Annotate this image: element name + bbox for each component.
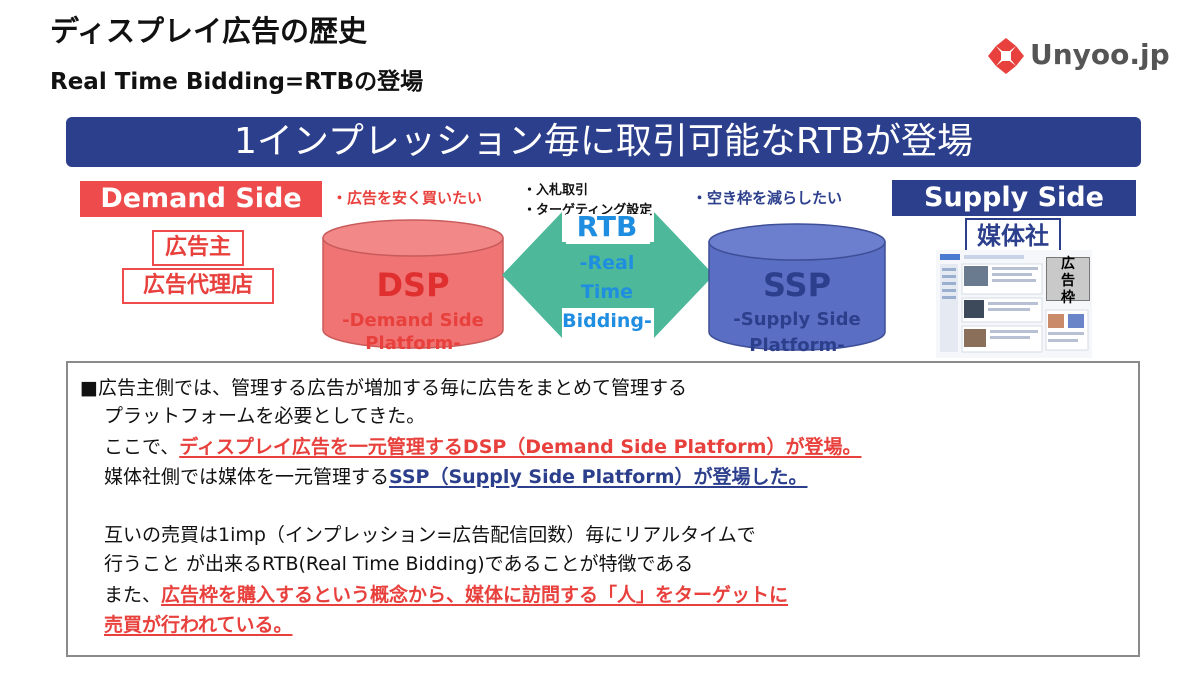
dsp-subtitle-line1: -Demand Side	[342, 310, 484, 331]
rtb-subtitle-line1: -Real	[579, 252, 635, 274]
dsp-subtitle-line2: Platform-	[365, 333, 461, 354]
rtb-title: RTB	[576, 210, 638, 243]
ssp-name: SSP	[762, 266, 832, 304]
headline-banner: 1インプレッション毎に取引可能なRTBが登場	[66, 117, 1141, 167]
logo-text: Unyoo.jp	[1030, 38, 1170, 71]
rtb-subtitle-line2: Time	[580, 281, 634, 303]
rtb-double-arrow	[502, 212, 714, 338]
supply-side-label: Supply Side	[892, 180, 1136, 216]
ssp-subtitle-line2: Platform-	[749, 335, 845, 356]
description-line-7-prefix: また、	[104, 584, 162, 606]
ssp-subtitle-line1: -Supply Side	[733, 309, 861, 330]
supply-side-note: ・空き枠を減らしたい	[692, 189, 843, 207]
description-line-1: ■広告主側では、管理する広告が増加する毎に広告をまとめて管理する	[80, 377, 687, 399]
advertiser-box: 広告主	[152, 230, 244, 266]
description-line-3-prefix: ここで、	[104, 436, 180, 458]
description-line-2: プラットフォームを必要としてきた。	[104, 405, 426, 427]
description-line-4: 媒体社側では媒体を一元管理するSSP（Supply Side Platform）…	[104, 466, 808, 488]
description-line-3: ここで、ディスプレイ広告を一元管理するDSP（Demand Side Platf…	[104, 436, 861, 458]
ad-agency-box: 広告代理店	[122, 268, 274, 304]
description-line-8: 売買が行われている。	[104, 614, 292, 636]
dsp-cylinder	[322, 219, 504, 349]
dsp-highlight: ディスプレイ広告を一元管理するDSP（Demand Side Platform）…	[179, 436, 862, 458]
unyoo-logo-icon	[988, 38, 1024, 74]
demand-side-label: Demand Side	[80, 181, 322, 217]
dsp-name: DSP	[376, 266, 450, 304]
description-box	[66, 361, 1140, 657]
ad-slot-box: 広告枠	[1046, 256, 1090, 306]
rtb-note-bidding: ・入札取引	[523, 183, 589, 198]
ssp-cylinder	[708, 223, 886, 351]
targeting-highlight-cont: 売買が行われている。	[104, 614, 293, 636]
page-title: ディスプレイ広告の歴史	[50, 14, 367, 48]
description-line-4-prefix: 媒体社側では媒体を一元管理する	[104, 466, 390, 488]
demand-side-note: ・広告を安く買いたい	[332, 189, 483, 207]
ssp-highlight: SSP（Supply Side Platform）が登場した。	[389, 466, 808, 488]
description-line-7: また、広告枠を購入するという概念から、媒体に訪問する「人」をターゲットに	[104, 584, 788, 606]
rtb-subtitle-line3: Bidding-	[562, 310, 652, 332]
media-company-box: 媒体社	[965, 218, 1061, 254]
page-subtitle: Real Time Bidding=RTBの登場	[50, 69, 424, 95]
targeting-highlight: 広告枠を購入するという概念から、媒体に訪問する「人」をターゲットに	[161, 584, 789, 606]
ad-slot-label: 広告枠	[1061, 256, 1075, 306]
description-line-5: 互いの売買は1imp（インプレッション=広告配信回数）毎にリアルタイムで	[104, 524, 756, 546]
description-line-6: 行うこと が出来るRTB(Real Time Bidding)であることが特徴で…	[104, 553, 694, 575]
